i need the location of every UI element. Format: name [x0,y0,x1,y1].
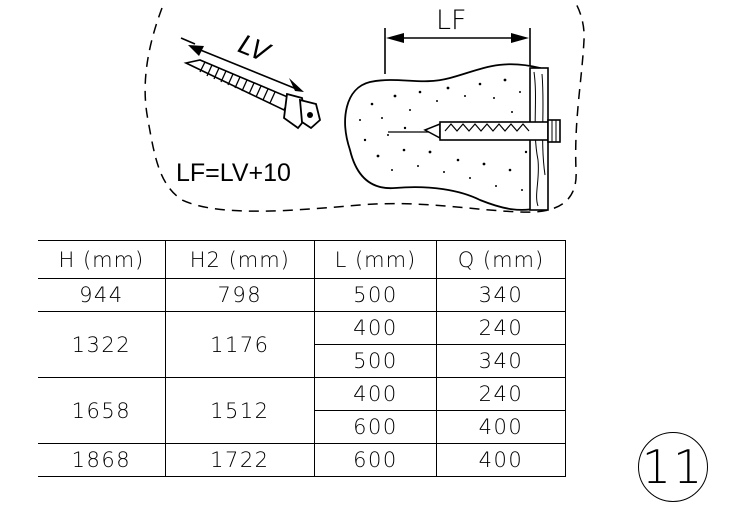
cell-h2: 798 [164,278,315,312]
label-lf: LF [436,5,467,36]
cell-l: 400 [313,377,437,411]
header-q: Q (mm) [435,240,567,279]
screw-icon [180,37,322,130]
cell-l: 600 [313,410,437,444]
cell-h: 1322 [38,311,166,378]
cell-l: 400 [313,311,437,345]
table-row: 1658 1512 400 240 [38,377,567,444]
cell-h: 944 [38,278,166,312]
cell-q: 340 [435,278,567,312]
cell-l: 500 [313,344,437,378]
cell-h2: 1722 [164,443,315,477]
cell-h: 1658 [38,377,166,444]
cell-q: 400 [435,410,567,444]
formula: LF=LV+10 [176,159,291,187]
cell-h2: 1176 [164,311,315,378]
dimensions-table: H (mm) H2 (mm) L (mm) Q (mm) 944 798 500… [38,240,567,477]
table-row: 944 798 500 340 [38,278,567,312]
header-h: H (mm) [38,240,166,279]
cell-l: 500 [313,278,437,312]
cell-l: 600 [313,443,437,477]
table-row: 1322 1176 400 240 [38,311,567,378]
cell-h2: 1512 [164,377,315,444]
header-l: L (mm) [313,240,437,279]
table-row: 1868 1722 600 400 [38,443,567,477]
cell-q: 340 [435,344,567,378]
table-header-row: H (mm) H2 (mm) L (mm) Q (mm) [38,240,567,279]
page-number: 11 [641,440,705,494]
header-h2: H2 (mm) [164,240,315,279]
cell-q: 240 [435,377,567,411]
cell-q: 400 [435,443,567,477]
concrete-wall [344,63,561,211]
label-lv: LV [234,30,275,70]
cell-q: 240 [435,311,567,345]
cell-h: 1868 [38,443,166,477]
table-row: 500 340 [38,344,567,378]
page-number-badge: 11 [638,432,708,502]
